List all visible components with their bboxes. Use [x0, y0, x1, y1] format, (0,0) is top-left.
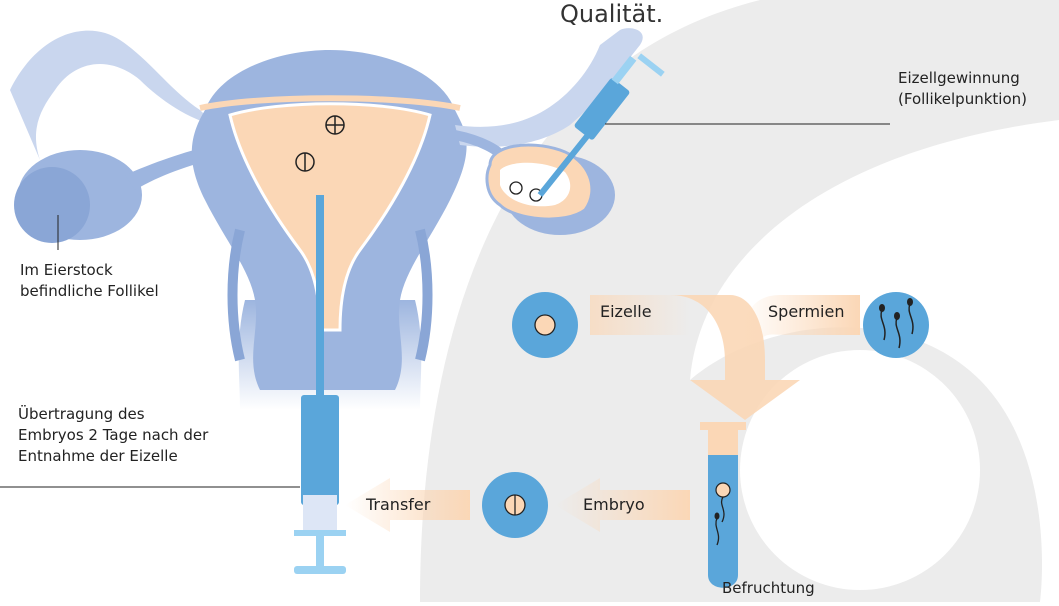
- label-eizellgewinnung-line2: (Follikelpunktion): [898, 89, 1027, 110]
- headline-text: Qualität.: [560, 0, 663, 28]
- label-eizellgewinnung: Eizellgewinnung (Follikelpunktion): [898, 68, 1027, 110]
- label-follikel-line2: befindliche Follikel: [20, 281, 159, 302]
- label-transfer: Transfer: [366, 495, 430, 514]
- label-uebertragung-line1: Übertragung des: [18, 404, 208, 425]
- left-fallopian-tube: [10, 31, 215, 160]
- label-eizelle: Eizelle: [600, 302, 652, 321]
- egg-cell-icon: [512, 292, 578, 358]
- embryo-icon: [482, 472, 548, 538]
- label-uebertragung-line2: Embryos 2 Tage nach der: [18, 425, 208, 446]
- label-follikel: Im Eierstock befindliche Follikel: [20, 260, 159, 302]
- label-uebertragung-line3: Entnahme der Eizelle: [18, 446, 208, 467]
- embryo-cell-upper: [326, 116, 344, 134]
- label-eizellgewinnung-line1: Eizellgewinnung: [898, 68, 1027, 89]
- label-embryo: Embryo: [583, 495, 645, 514]
- sperm-icon: [863, 292, 929, 358]
- label-befruchtung: Befruchtung: [722, 578, 815, 599]
- label-spermien: Spermien: [768, 302, 844, 321]
- label-uebertragung: Übertragung des Embryos 2 Tage nach der …: [18, 404, 208, 467]
- label-follikel-line1: Im Eierstock: [20, 260, 159, 281]
